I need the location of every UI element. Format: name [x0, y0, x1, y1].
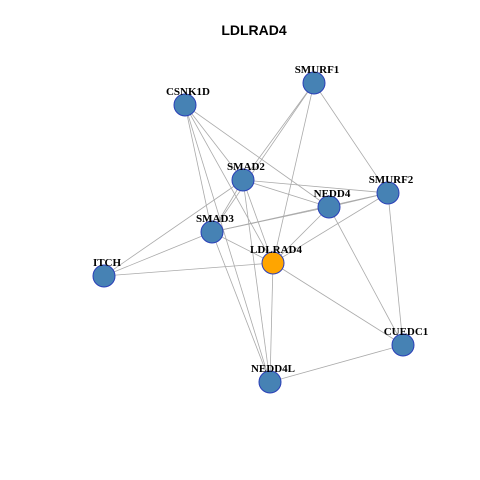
- edge-csnk1d-smad3: [184, 104, 213, 233]
- edge-ldlrad4-nedd4l: [269, 262, 274, 383]
- node-cuedc1: [391, 333, 415, 357]
- edge-smurf1-smad2: [242, 82, 315, 181]
- edge-smad2-nedd4l: [242, 179, 271, 383]
- node-label-csnk1d: CSNK1D: [166, 86, 210, 98]
- diagram-title: LDLRAD4: [221, 22, 287, 38]
- edge-smurf1-smad3: [211, 82, 315, 233]
- edge-layer: [103, 82, 404, 383]
- node-label-ldlrad4: LDLRAD4: [250, 244, 302, 256]
- edge-smad2-itch: [103, 179, 244, 277]
- edge-smad3-itch: [103, 231, 213, 277]
- node-smurf1: [302, 71, 326, 95]
- edge-smad2-nedd4: [242, 179, 330, 208]
- edge-smurf2-cuedc1: [387, 192, 404, 346]
- edge-csnk1d-nedd4: [184, 104, 330, 208]
- node-nedd4: [317, 195, 341, 219]
- node-label-cuedc1: CUEDC1: [384, 326, 429, 338]
- node-label-smurf1: SMURF1: [295, 64, 340, 76]
- edge-csnk1d-nedd4l: [184, 104, 271, 383]
- edge-smurf1-ldlrad4: [272, 82, 315, 264]
- edge-cuedc1-nedd4l: [269, 344, 404, 383]
- node-nedd4l: [258, 370, 282, 394]
- node-ldlrad4: [261, 251, 285, 275]
- edge-nedd4-cuedc1: [328, 206, 404, 346]
- edge-smad3-nedd4l: [211, 231, 271, 383]
- edge-smurf2-ldlrad4: [272, 192, 389, 264]
- node-smad3: [200, 220, 224, 244]
- edge-itch-ldlrad4: [103, 262, 274, 277]
- node-label-smad2: SMAD2: [227, 161, 265, 173]
- node-label-smurf2: SMURF2: [369, 174, 414, 186]
- edge-smurf1-smurf2: [313, 82, 389, 194]
- node-label-smad3: SMAD3: [196, 213, 234, 225]
- node-smad2: [231, 168, 255, 192]
- edge-csnk1d-smad2: [184, 104, 244, 181]
- edge-ldlrad4-cuedc1: [272, 262, 404, 346]
- node-csnk1d: [173, 93, 197, 117]
- edge-smad2-smurf2: [242, 179, 389, 194]
- node-layer: [92, 71, 415, 394]
- edge-nedd4-ldlrad4: [272, 206, 330, 264]
- node-smurf2: [376, 181, 400, 205]
- edge-nedd4-smad3: [211, 206, 330, 233]
- node-label-itch: ITCH: [93, 257, 122, 269]
- node-label-nedd4l: NEDD4L: [251, 363, 295, 375]
- edge-csnk1d-ldlrad4: [184, 104, 274, 264]
- node-label-nedd4: NEDD4: [314, 188, 351, 200]
- node-itch: [92, 264, 116, 288]
